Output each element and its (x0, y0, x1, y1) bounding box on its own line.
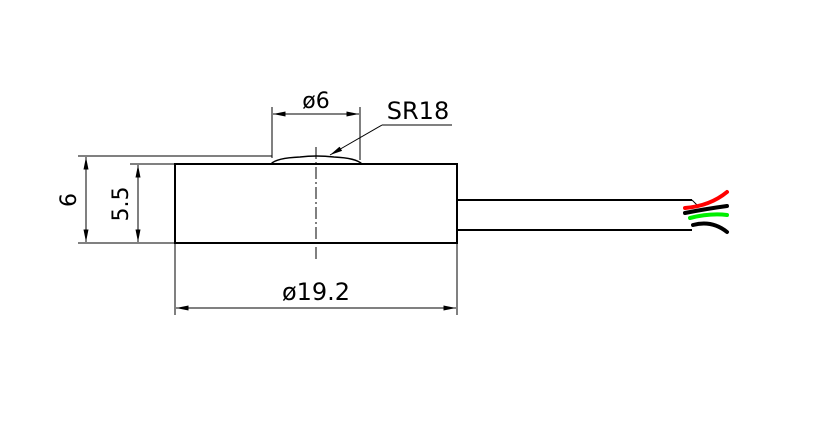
wire-black-1 (683, 204, 729, 215)
dimension-dome-diameter (271, 107, 361, 160)
wires (683, 190, 729, 234)
dim-body-diameter-label: ø19.2 (282, 278, 350, 306)
dim-dome-radius-label: SR18 (387, 97, 449, 125)
cable (456, 196, 698, 234)
dim-dome-diameter-label: ø6 (302, 89, 329, 114)
dim-height-total-label: 6 (57, 193, 82, 207)
dimension-dome-radius (329, 124, 452, 156)
dimension-body-diameter (174, 230, 458, 315)
wire-black-2 (691, 221, 729, 234)
dimension-height-total (78, 155, 272, 244)
dim-height-body-label: 5.5 (109, 187, 134, 222)
wire-red (683, 190, 729, 210)
wire-green (688, 212, 729, 220)
dimension-height-body (130, 163, 175, 242)
